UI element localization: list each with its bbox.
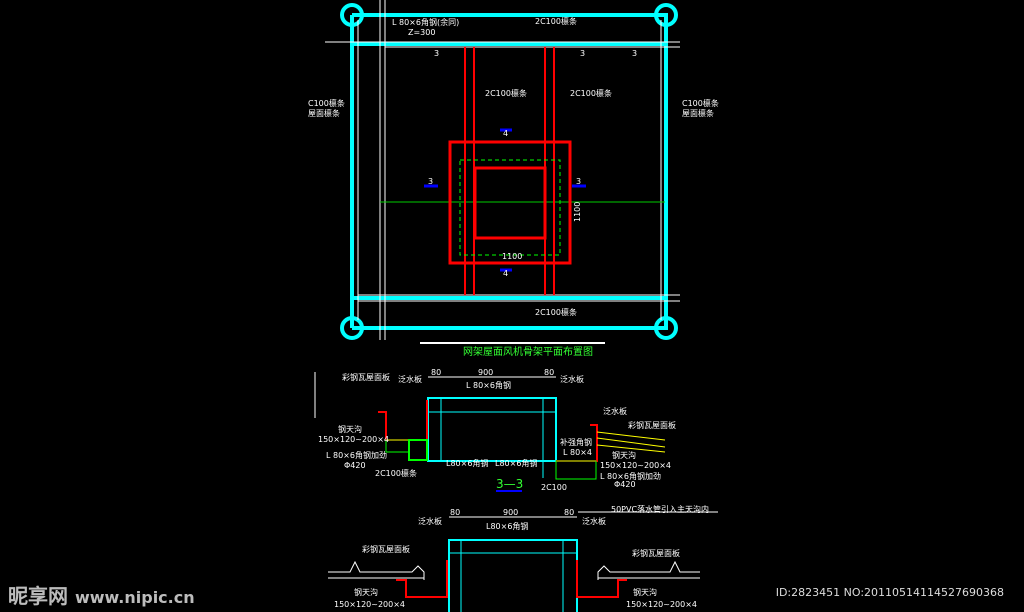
reinforce: 补强角钢 (560, 437, 592, 447)
watermark-logo: 昵享网 www.nipic.cn (8, 584, 195, 608)
purlin-bottom: 2C100檩条 (535, 307, 577, 317)
section-mark-4: 4 (503, 269, 508, 278)
right-purlin: C100檩条 (682, 98, 719, 108)
gutter-left-size: 150×120~200×4 (318, 435, 389, 444)
weld-mark: 3 (434, 49, 439, 58)
dim-vertical: 1100 (573, 202, 582, 222)
angle-mid: L80×6角钢 (495, 458, 537, 468)
purlin-top: 2C100檩条 (535, 16, 577, 26)
stiffener-right: L 80×6角钢加劲 (600, 471, 661, 481)
purlin-right: 2C100 (541, 483, 567, 492)
dim-right: 80 (564, 508, 574, 517)
gutter-left: 钢天沟 (354, 587, 378, 597)
section-mark-4: 4 (503, 129, 508, 138)
flashing-right: 泛水板 (582, 516, 606, 526)
roof-panel-left: 彩钢瓦屋面板 (342, 372, 390, 382)
gutter-left: 钢天沟 (338, 424, 362, 434)
weld-mark: 3 (632, 49, 637, 58)
flashing-right: 泛水板 (560, 374, 584, 384)
section-mark-3: 3 (576, 177, 581, 186)
reinforce-size: L 80×4 (563, 448, 592, 457)
left-purlin-sub: 屋面檩条 (308, 108, 340, 118)
z-note: Z=300 (408, 28, 435, 37)
purlin-left: 2C100檩条 (375, 468, 417, 478)
flashing-right2: 泛水板 (603, 406, 627, 416)
angle-note: L 80×6角钢(余同) (392, 17, 459, 27)
purlin-left-inner: 2C100檩条 (485, 88, 527, 98)
gutter-right: 钢天沟 (633, 587, 657, 597)
gutter-right: 钢天沟 (612, 450, 636, 460)
section-4-4 (328, 516, 700, 612)
gutter-left-size: 150×120~200×4 (334, 600, 405, 609)
dia-right: Φ420 (614, 480, 636, 489)
section-label: 3—3 (496, 477, 523, 491)
plan-title: 网架屋面风机骨架平面布置图 (463, 345, 593, 358)
dim-horizontal: 1100 (502, 252, 522, 261)
flashing-left: 泛水板 (398, 374, 422, 384)
stiffener-left: L 80×6角钢加劲 (326, 450, 387, 460)
section-3-3 (314, 372, 718, 513)
purlin-right-inner: 2C100檩条 (570, 88, 612, 98)
dim-left: 80 (450, 508, 460, 517)
flashing-left: 泛水板 (418, 516, 442, 526)
right-purlin-sub: 屋面檩条 (682, 108, 714, 118)
weld-mark: 3 (580, 49, 585, 58)
dim-mid: 900 (478, 368, 493, 377)
roof-panel-right: 彩钢瓦屋面板 (632, 548, 680, 558)
dia-left: Φ420 (344, 461, 366, 470)
top-angle: L80×6角钢 (486, 521, 528, 531)
dim-left: 80 (431, 368, 441, 377)
dim-mid: 900 (503, 508, 518, 517)
dim-right: 80 (544, 368, 554, 377)
angle-left: L80×6角钢 (446, 458, 488, 468)
plan-view (325, 0, 680, 344)
pvc-note: 50PVC落水管引入主天沟内 (611, 504, 709, 514)
watermark-id: ID:2823451 NO:20110514114527690368 (775, 586, 1004, 599)
roof-panel-right: 彩钢瓦屋面板 (628, 420, 676, 430)
left-purlin: C100檩条 (308, 98, 345, 108)
top-angle: L 80×6角钢 (466, 380, 511, 390)
roof-panel-left: 彩钢瓦屋面板 (362, 544, 410, 554)
gutter-right-size: 150×120~200×4 (600, 461, 671, 470)
gutter-right-size: 150×120~200×4 (626, 600, 697, 609)
section-mark-3: 3 (428, 177, 433, 186)
